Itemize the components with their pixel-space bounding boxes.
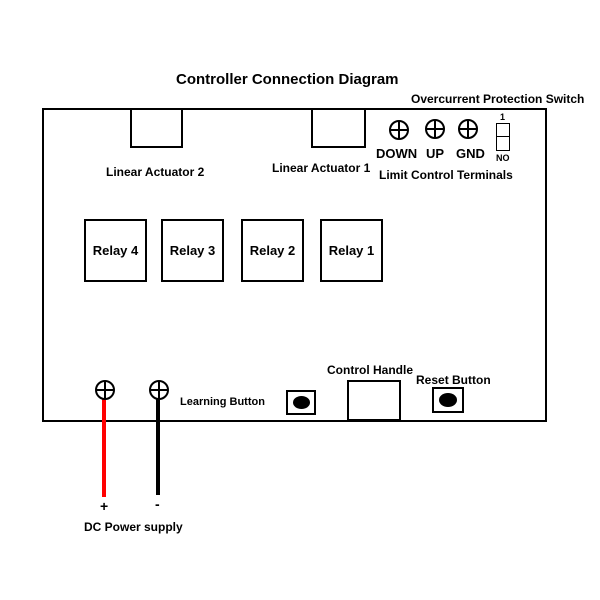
gnd-label: GND xyxy=(456,146,485,161)
plus-label: + xyxy=(100,498,109,514)
down-label: DOWN xyxy=(376,146,418,161)
actuator-1-connector xyxy=(311,108,366,148)
overcurrent-switch-label: Overcurrent Protection Switch xyxy=(411,92,585,106)
switch-off-label: NO xyxy=(496,153,510,163)
relay-1: Relay 1 xyxy=(320,219,383,282)
learning-button-label: Learning Button xyxy=(180,396,265,408)
relay-2: Relay 2 xyxy=(241,219,304,282)
control-handle-connector xyxy=(347,380,401,421)
actuator-2-label: Linear Actuator 2 xyxy=(106,165,205,179)
overcurrent-protection-switch[interactable] xyxy=(496,123,510,151)
down-terminal-icon[interactable] xyxy=(388,119,410,141)
negative-terminal-icon[interactable] xyxy=(148,379,170,401)
reset-button-cap xyxy=(439,393,457,407)
switch-on-label: 1 xyxy=(500,112,506,122)
learning-button[interactable] xyxy=(286,390,316,415)
up-terminal-icon[interactable] xyxy=(424,118,446,140)
reset-button-label: Reset Button xyxy=(416,373,491,387)
diagram-title: Controller Connection Diagram xyxy=(176,71,399,88)
actuator-2-connector xyxy=(130,108,183,148)
learning-button-cap xyxy=(292,396,310,409)
dc-power-supply-label: DC Power supply xyxy=(84,520,183,534)
gnd-terminal-icon[interactable] xyxy=(457,118,479,140)
limit-terminals-label: Limit Control Terminals xyxy=(379,168,513,182)
relay-4: Relay 4 xyxy=(84,219,147,282)
relay-3: Relay 3 xyxy=(161,219,224,282)
actuator-1-label: Linear Actuator 1 xyxy=(272,161,371,175)
reset-button[interactable] xyxy=(432,387,464,413)
up-label: UP xyxy=(426,146,445,161)
minus-label: - xyxy=(155,496,160,512)
control-handle-label: Control Handle xyxy=(327,363,413,377)
switch-divider xyxy=(497,136,509,137)
positive-terminal-icon[interactable] xyxy=(94,379,116,401)
